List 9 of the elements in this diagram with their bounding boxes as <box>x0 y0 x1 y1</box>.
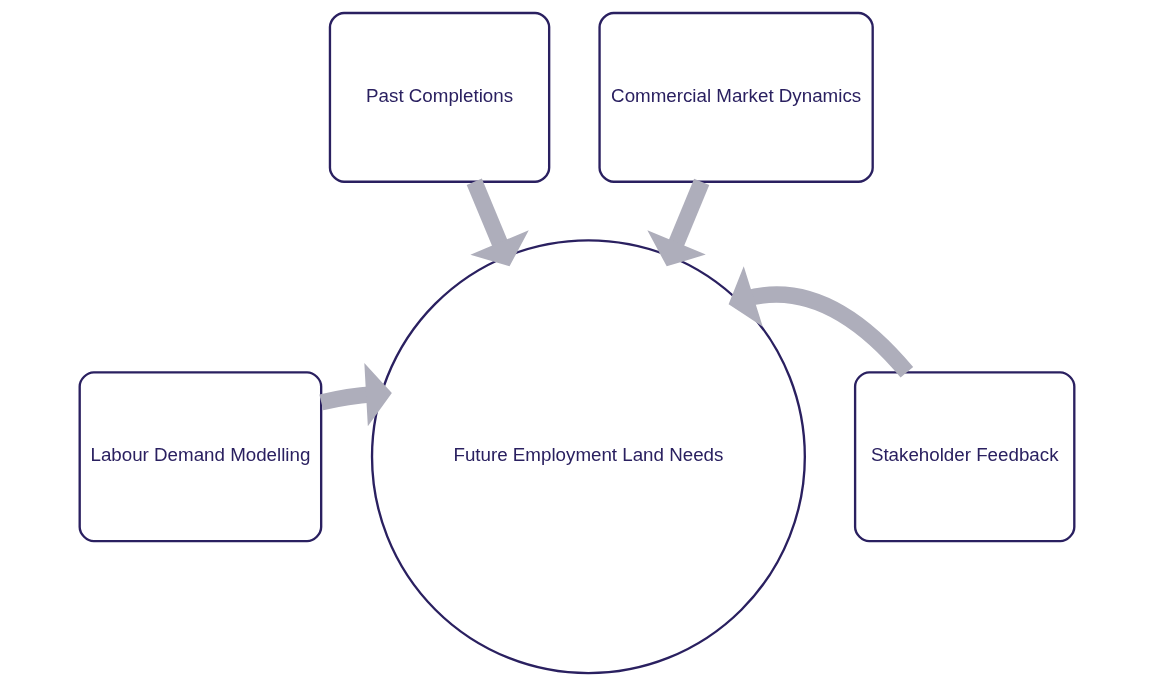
arrow <box>466 178 529 267</box>
node-box: Past Completions <box>328 11 551 183</box>
arrow <box>728 266 914 378</box>
node-box: Commercial Market Dynamics <box>598 11 874 183</box>
arrow <box>647 178 710 267</box>
arrow <box>319 362 392 427</box>
node-box: Labour Demand Modelling <box>78 371 323 543</box>
node-circle: Future Employment Land Needs <box>370 239 806 675</box>
node-box: Stakeholder Feedback <box>853 371 1076 543</box>
